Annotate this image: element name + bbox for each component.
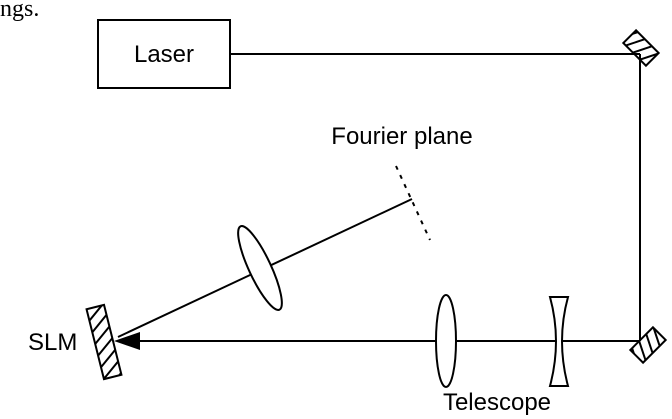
telescope-label: Telescope — [443, 389, 551, 416]
laser-source: Laser — [97, 19, 231, 89]
fourier-plane-label: Fourier plane — [331, 123, 472, 150]
telescope-concave-lens — [548, 296, 570, 387]
laser-label: Laser — [134, 41, 194, 68]
beam-arrowhead — [114, 332, 140, 350]
slm-device — [85, 303, 123, 381]
mirror-bottom-right — [628, 325, 668, 365]
slm-label: SLM — [28, 329, 77, 356]
cut-off-text-fragment: ngs. — [0, 0, 39, 22]
telescope-convex-lens — [435, 294, 457, 388]
mirror-top-right — [621, 28, 661, 68]
fourier-plane-line — [395, 165, 431, 241]
fourier-lens — [237, 225, 283, 311]
